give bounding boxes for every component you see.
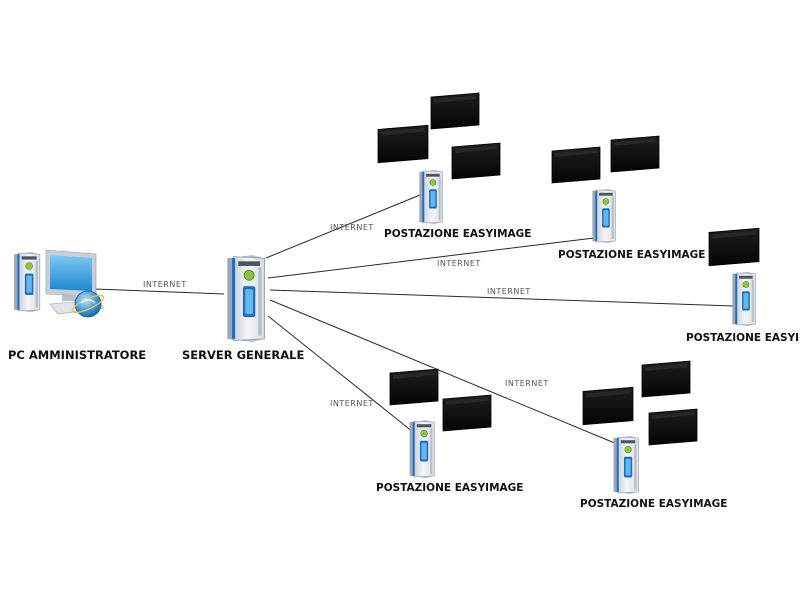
monitor-icon: [451, 142, 501, 180]
server-label: SERVER GENERALE: [182, 348, 304, 362]
connection-label: INTERNET: [505, 379, 549, 388]
internet-globe-icon: [71, 290, 105, 318]
station-0-label: POSTAZIONE EASYIMAGE: [384, 228, 531, 240]
monitor-icon: [442, 394, 492, 432]
connection-label: INTERNET: [330, 399, 374, 408]
connection-line: [267, 237, 595, 279]
connection-label: INTERNET: [437, 259, 481, 268]
tower-icon: [409, 419, 435, 478]
admin-pc-icon: [13, 249, 105, 318]
server-tower-icon: [226, 254, 266, 342]
tower-icon: [418, 169, 444, 224]
station-4: POSTAZIONE EASYIMAGE: [580, 360, 727, 510]
connection-line: [269, 289, 735, 307]
connection-line: [265, 194, 421, 259]
connection-line: [93, 288, 225, 295]
monitor-icon: [377, 124, 429, 164]
connection-line: [269, 299, 618, 445]
tower-icon: [591, 188, 617, 243]
connection-line: [267, 315, 414, 433]
connection-lines: [93, 194, 735, 445]
monitor-icon: [708, 228, 760, 266]
station-3: POSTAZIONE EASYIMAGE: [376, 368, 523, 494]
station-1-label: POSTAZIONE EASYIMAGE: [558, 249, 705, 261]
monitor-icon: [648, 408, 698, 446]
admin-pc-label: PC AMMINISTRATORE: [8, 348, 146, 362]
station-3-label: POSTAZIONE EASYIMAGE: [376, 482, 523, 494]
connection-labels: INTERNET INTERNET INTERNET INTERNET INTERNET…: [143, 223, 549, 408]
tower-icon: [613, 435, 639, 494]
monitor-icon: [389, 368, 439, 406]
monitor-icon: [610, 135, 660, 173]
monitor-icon: [641, 360, 691, 398]
connection-label: INTERNET: [330, 223, 374, 232]
connection-label: INTERNET: [143, 280, 187, 289]
station-4-label: POSTAZIONE EASYIMAGE: [580, 498, 727, 510]
monitor-icon: [551, 146, 601, 184]
tower-icon: [731, 271, 757, 326]
station-2-label: POSTAZIONE EASYIMAGE: [686, 332, 800, 344]
monitor-icon: [430, 92, 480, 130]
station-1: POSTAZIONE EASYIMAGE: [551, 135, 705, 261]
server: SERVER GENERALE: [182, 254, 304, 362]
station-2: POSTAZIONE EASYIMAGE: [686, 228, 800, 344]
admin-pc: PC AMMINISTRATORE: [8, 249, 146, 362]
station-0: POSTAZIONE EASYIMAGE: [377, 92, 531, 240]
monitor-icon: [582, 386, 634, 426]
connection-label: INTERNET: [487, 287, 531, 296]
